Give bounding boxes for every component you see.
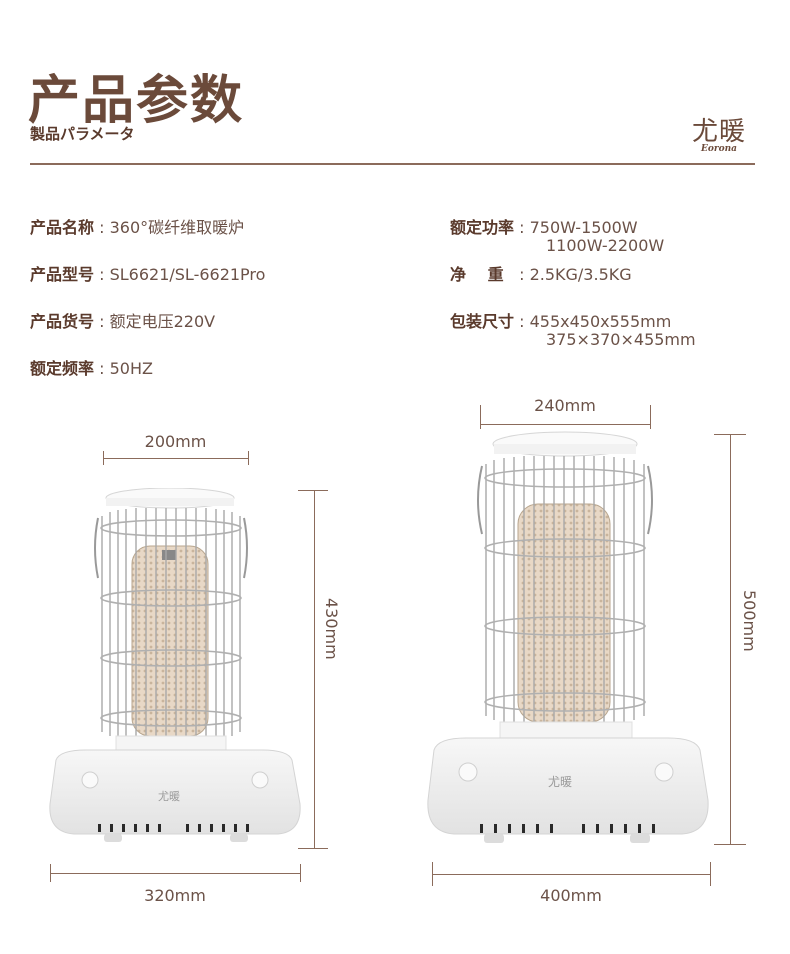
dimension-tick — [480, 405, 481, 429]
large-width-top-label: 240mm — [534, 396, 596, 415]
dimension-tick — [432, 862, 433, 886]
spec-weight: 净 重 : 2.5KG/3.5KG — [450, 261, 632, 285]
small-heater-logo: 尤暖 — [158, 790, 180, 803]
small-height-label: 430mm — [322, 598, 341, 660]
spec-value: 750W-1500W — [529, 218, 638, 237]
spec-value-secondary: 1100W-2200W — [546, 236, 665, 255]
dimension-line-base-large — [432, 874, 710, 875]
dimension-tick — [714, 844, 746, 845]
spec-label: 产品名称 — [30, 218, 95, 237]
spec-label: 包装尺寸 — [450, 312, 515, 331]
spec-value: 50HZ — [109, 359, 153, 378]
spec-sep: : — [99, 359, 105, 378]
dimension-tick — [710, 862, 711, 886]
dimension-tick — [103, 451, 104, 465]
spec-label: 产品型号 — [30, 265, 95, 284]
spec-item-number: 产品货号 : 额定电压220V — [30, 308, 215, 332]
large-heater-logo: 尤暖 — [548, 775, 572, 789]
spec-label: 产品货号 — [30, 312, 95, 331]
spec-value: SL6621/SL-6621Pro — [109, 265, 266, 284]
dimension-line-top-large — [480, 424, 650, 425]
spec-model: 产品型号 : SL6621/SL-6621Pro — [30, 261, 265, 285]
dimension-tick — [300, 864, 301, 882]
spec-sep: : — [519, 312, 525, 331]
dimension-tick — [50, 864, 51, 882]
brand-logo-cn: 尤暖 — [691, 117, 746, 147]
spec-package-size: 包装尺寸 : 455x450x555mm 375×370×455mm — [450, 308, 696, 349]
header-divider — [30, 163, 755, 165]
spec-value-secondary: 375×370×455mm — [546, 330, 696, 349]
spec-value: 额定电压220V — [109, 312, 216, 331]
small-width-base-label: 320mm — [144, 886, 206, 905]
spec-value: 360°碳纤维取暖炉 — [109, 218, 245, 237]
small-heater-image: 尤暖 — [46, 488, 306, 850]
page-subtitle: 製品パラメータ — [30, 125, 135, 143]
spec-sep: : — [99, 218, 105, 237]
dimension-tick — [714, 434, 746, 435]
spec-sep: : — [519, 265, 525, 284]
spec-value: 455x450x555mm — [529, 312, 672, 331]
spec-power: 额定功率 : 750W-1500W 1100W-2200W — [450, 214, 664, 255]
dimension-line-height-large — [730, 434, 731, 844]
dimension-tick — [298, 848, 328, 849]
dimension-line-top-small — [103, 458, 248, 459]
spec-sep: : — [99, 312, 105, 331]
brand-logo-en: Eorona — [701, 144, 737, 154]
brand-logo: 尤暖 Eorona — [692, 118, 746, 154]
large-height-label: 500mm — [740, 590, 759, 652]
page-title: 产品参数 — [28, 71, 245, 131]
dimension-tick — [298, 490, 328, 491]
dimension-tick — [650, 405, 651, 429]
spec-product-name: 产品名称 : 360°碳纤维取暖炉 — [30, 214, 244, 238]
spec-label: 净 重 — [450, 265, 504, 284]
spec-value: 2.5KG/3.5KG — [529, 265, 632, 284]
large-heater-image: 尤暖 — [424, 430, 714, 850]
spec-label: 额定频率 — [30, 359, 95, 378]
small-width-top-label: 200mm — [144, 432, 207, 451]
spec-sep: : — [519, 218, 525, 237]
large-width-base-label: 400mm — [540, 886, 602, 905]
dimension-line-height-small — [314, 490, 315, 848]
dimension-line-base-small — [50, 873, 300, 874]
dimension-tick — [248, 451, 249, 465]
spec-frequency: 额定频率 : 50HZ — [30, 355, 153, 379]
spec-sep: : — [99, 265, 105, 284]
spec-label: 额定功率 — [450, 218, 515, 237]
